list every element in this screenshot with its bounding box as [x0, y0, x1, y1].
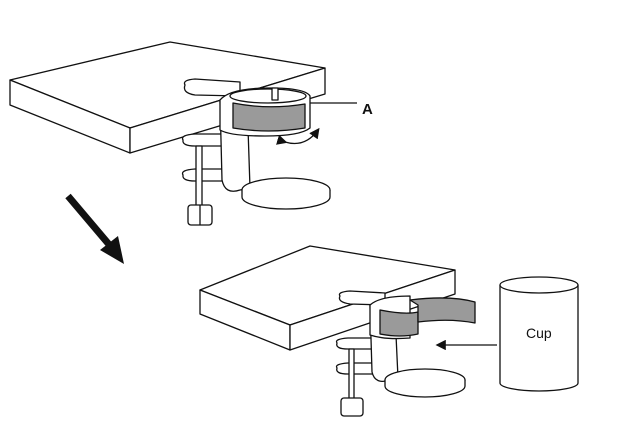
label-a: A [362, 101, 373, 118]
step-arrow-icon [65, 193, 124, 264]
cup [499, 276, 579, 392]
clamp-step1 [181, 78, 331, 226]
label-cup: Cup [526, 325, 552, 341]
clamp-step2 [335, 290, 476, 417]
band-a-open [379, 309, 419, 337]
band-a [232, 102, 306, 132]
rotate-arrow-icon [276, 127, 320, 145]
